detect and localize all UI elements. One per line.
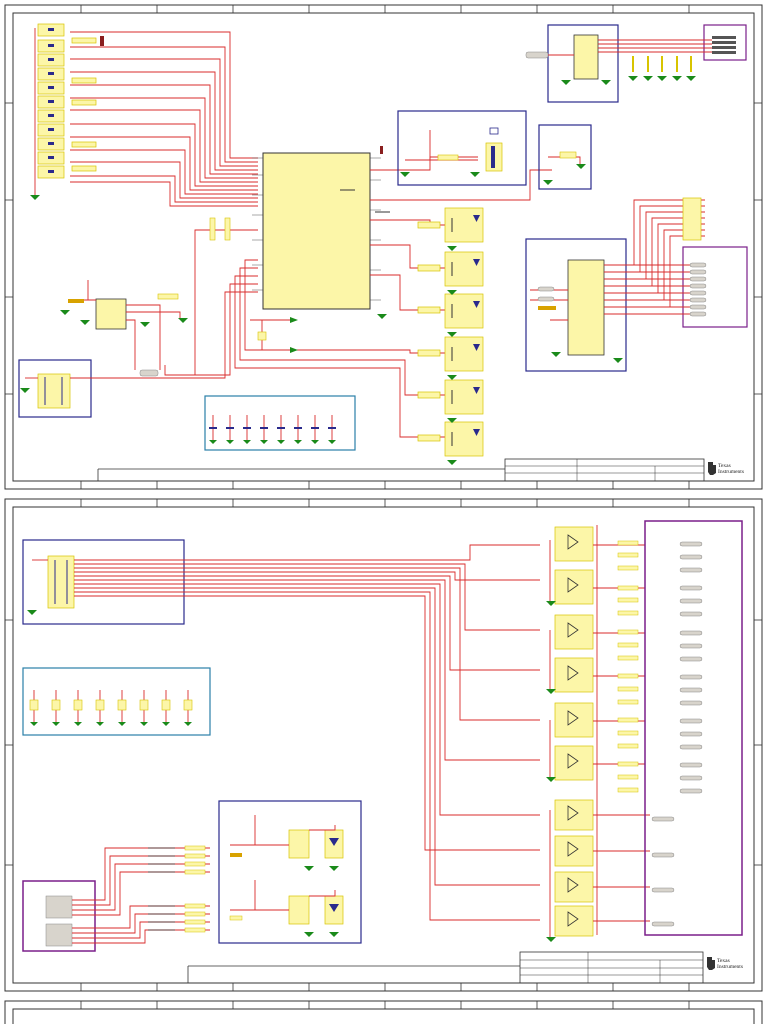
- ti-logo-icon: Texas Instruments: [707, 957, 743, 970]
- usb-interface-block: [525, 24, 747, 103]
- title-block: Texas Instruments: [97, 458, 744, 482]
- brand-line1: Texas: [717, 958, 730, 964]
- sheet-3: [4, 1000, 763, 1024]
- ground-icon: [543, 180, 553, 185]
- ground-icon: [551, 352, 561, 357]
- input-connector-block: [22, 845, 210, 952]
- brand-line2: Instruments: [718, 469, 744, 475]
- shift-register-block-2: [22, 539, 540, 921]
- power-circuit-left: [60, 280, 188, 377]
- ti-logo-icon: Texas Instruments: [708, 462, 744, 475]
- ground-icon: [576, 164, 586, 169]
- ground-icon: [20, 388, 30, 393]
- mcu-chip: [252, 146, 390, 319]
- decoupling-cap-block-2: [22, 667, 211, 736]
- ground-icon: [470, 172, 480, 177]
- ground-icon: [27, 610, 37, 615]
- ground-icon: [30, 195, 40, 200]
- crystal-circuit: [209, 217, 298, 353]
- sheet-2: Texas Instruments: [4, 498, 763, 992]
- brand-line1: Texas: [718, 463, 731, 469]
- opto-coupler-column: [546, 525, 650, 942]
- ground-icon: [377, 314, 387, 319]
- switch-array-left: [30, 23, 258, 207]
- dip-switch-block: [18, 359, 140, 418]
- driver-transistors: [417, 207, 484, 465]
- ground-icon: [613, 358, 623, 363]
- capacitor-block-small: [538, 124, 592, 190]
- decoupling-cap-block: [204, 395, 356, 451]
- power-switch-block: [218, 800, 362, 944]
- brand-line2: Instruments: [717, 964, 743, 970]
- ground-icon: [400, 172, 410, 177]
- sheet-1: Texas Instruments: [4, 4, 763, 490]
- title-block-2: Texas Instruments: [187, 951, 743, 984]
- shift-register-block: [525, 197, 748, 372]
- output-connector-block: [644, 520, 743, 936]
- regulator-block: [397, 110, 527, 186]
